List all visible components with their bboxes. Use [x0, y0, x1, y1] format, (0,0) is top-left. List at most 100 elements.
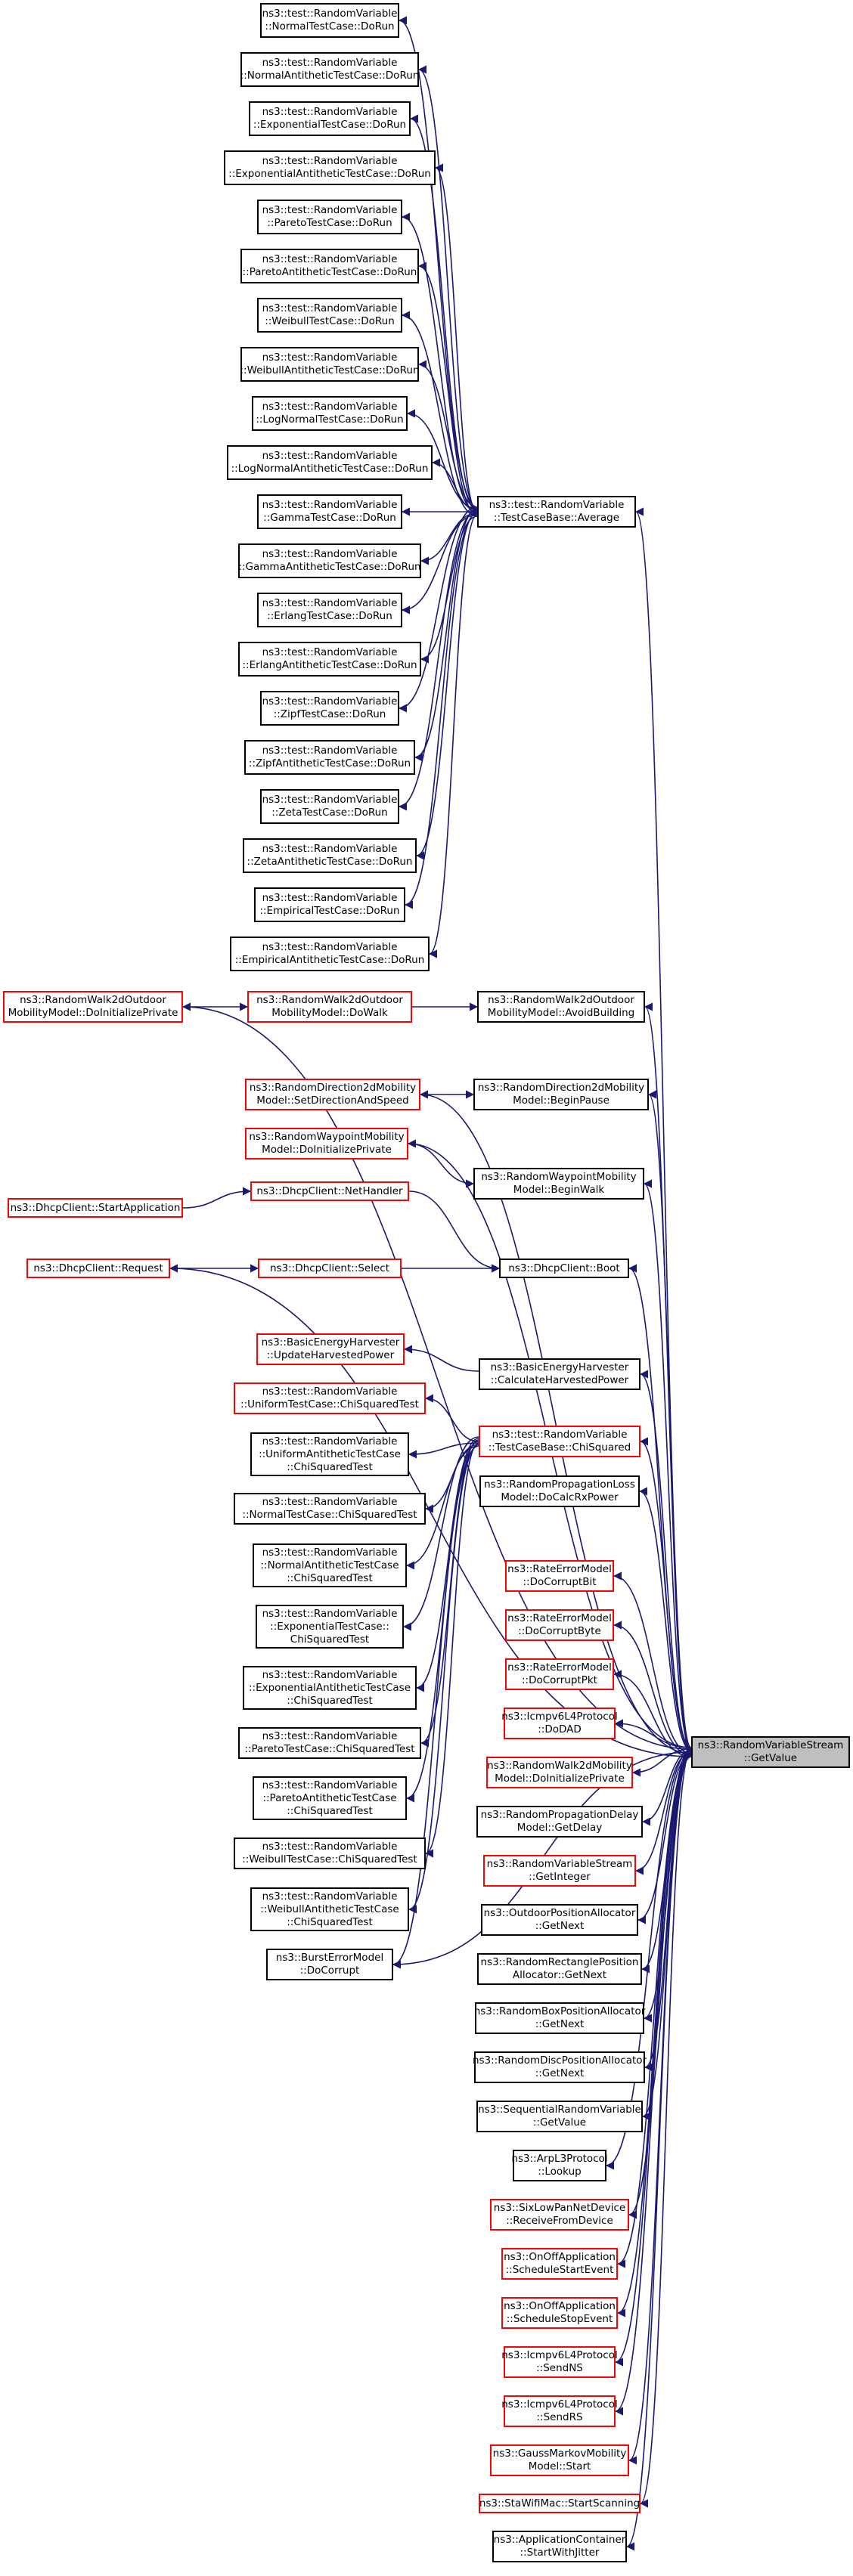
- node-c-weibull-a[interactable]: ns3::test::RandomVariable::WeibullAntith…: [250, 1887, 409, 1931]
- node-srv[interactable]: ns3::SequentialRandomVariable::GetValue: [476, 2101, 643, 2132]
- call-edge-n15-from-avg: [398, 506, 478, 713]
- node-onoff-start[interactable]: ns3::OnOffApplication::ScheduleStartEven…: [501, 2248, 618, 2280]
- node-label-line: ns3::test::RandomVariable: [262, 1668, 398, 1681]
- node-icmp-rs[interactable]: ns3::Icmpv6L4Protocol::SendRS: [501, 2395, 618, 2427]
- node-avg[interactable]: ns3::test::RandomVariable::TestCaseBase:…: [477, 496, 636, 528]
- node-dhcp-net[interactable]: ns3::DhcpClient::NetHandler: [250, 1181, 409, 1201]
- node-label-line: ::ExponentialTestCase::: [270, 1620, 389, 1633]
- node-rbpa[interactable]: ns3::RandomBoxPositionAllocator::GetNext: [473, 2002, 646, 2034]
- node-n19[interactable]: ns3::test::RandomVariable::EmpiricalTest…: [254, 887, 405, 922]
- call-edge-c-exp-a-from-chi: [415, 1438, 479, 1692]
- call-edge-rw2d-init-from-target: [631, 1748, 692, 1777]
- node-label-line: ::GetNext: [535, 1920, 585, 1932]
- node-beh-upd[interactable]: ns3::BasicEnergyHarvester::UpdateHarvest…: [256, 1333, 405, 1365]
- node-dhcp-req[interactable]: ns3::DhcpClient::Request: [26, 1259, 170, 1278]
- node-label-line: Model::DoCalcRxPower: [501, 1491, 619, 1503]
- node-c-pareto-a[interactable]: ns3::test::RandomVariable::ParetoAntithe…: [253, 1776, 407, 1820]
- node-label-line: ::WeibullAntitheticTestCase::DoRun: [240, 364, 420, 376]
- node-icmp-ns[interactable]: ns3::Icmpv6L4Protocol::SendNS: [501, 2346, 618, 2378]
- node-n20[interactable]: ns3::test::RandomVariable::EmpiricalAnti…: [230, 937, 430, 971]
- node-n9[interactable]: ns3::test::RandomVariable::LogNormalTest…: [252, 396, 408, 431]
- node-c-weibull[interactable]: ns3::test::RandomVariable::WeibullTestCa…: [234, 1838, 426, 1869]
- node-label-line: ::NormalTestCase::DoRun: [265, 20, 395, 33]
- node-label-line: ::WeibullAntitheticTestCase: [260, 1903, 399, 1915]
- call-edge-sta-from-target: [639, 1750, 692, 2508]
- node-n18[interactable]: ns3::test::RandomVariable::ZetaAntitheti…: [243, 838, 417, 873]
- node-dhcp-boot[interactable]: ns3::DhcpClient::Boot: [499, 1259, 629, 1278]
- call-edge-rd-begin-from-target: [647, 1090, 692, 1756]
- node-n3[interactable]: ns3::test::RandomVariable::ExponentialTe…: [249, 101, 411, 136]
- node-label-line: ns3::test::RandomVariable: [262, 941, 398, 953]
- node-label-line: Model::GetDelay: [516, 1822, 603, 1834]
- node-label-line: ns3::test::RandomVariable: [489, 499, 625, 511]
- node-n7[interactable]: ns3::test::RandomVariable::WeibullTestCa…: [257, 298, 402, 333]
- node-label-line: ::WeibullTestCase::DoRun: [265, 315, 395, 327]
- node-label-line: ::LogNormalAntitheticTestCase::DoRun: [231, 463, 429, 475]
- node-c-exp[interactable]: ns3::test::RandomVariable::ExponentialTe…: [256, 1605, 404, 1649]
- call-edge-dhcp-net-from-dhcp-start: [182, 1187, 252, 1209]
- call-edge-n6-from-avg: [417, 262, 478, 516]
- node-label-line: ::UniformAntitheticTestCase: [259, 1447, 401, 1460]
- node-label-line: ::ExponentialTestCase::DoRun: [253, 119, 407, 131]
- node-c-normal-a[interactable]: ns3::test::RandomVariable::NormalAntithe…: [253, 1543, 407, 1587]
- node-label-line: ns3::test::RandomVariable: [262, 1496, 398, 1508]
- node-rem-pkt[interactable]: ns3::RateErrorModel::DoCorruptPkt: [505, 1658, 614, 1690]
- node-c-uniform-a[interactable]: ns3::test::RandomVariable::UniformAntith…: [250, 1432, 409, 1476]
- node-rdpa[interactable]: ns3::RandomDiscPositionAllocator::GetNex…: [473, 2051, 647, 2083]
- node-burst[interactable]: ns3::BurstErrorModel::DoCorrupt: [266, 1949, 393, 1980]
- node-rvs-int[interactable]: ns3::RandomVariableStream::GetInteger: [483, 1855, 636, 1887]
- node-appc[interactable]: ns3::ApplicationContainer::StartWithJitt…: [492, 2531, 627, 2562]
- node-n12[interactable]: ns3::test::RandomVariable::GammaAntithet…: [238, 543, 421, 578]
- node-label-line: ::DoCorruptByte: [518, 1625, 601, 1637]
- node-n14[interactable]: ns3::test::RandomVariable::ErlangAntithe…: [238, 642, 421, 677]
- node-n4[interactable]: ns3::test::RandomVariable::ExponentialAn…: [224, 150, 436, 185]
- node-label-line: ns3::test::RandomVariable: [262, 745, 398, 757]
- node-c-normal[interactable]: ns3::test::RandomVariable::NormalTestCas…: [234, 1493, 426, 1525]
- node-label-line: ns3::BasicEnergyHarvester: [490, 1361, 629, 1373]
- node-label-line: ns3::RandomVariableStream: [697, 1739, 844, 1751]
- node-n13[interactable]: ns3::test::RandomVariable::ErlangTestCas…: [257, 593, 402, 627]
- node-label-line: ::ChiSquaredTest: [287, 1915, 373, 1928]
- node-c-exp-a[interactable]: ns3::test::RandomVariable::ExponentialAn…: [243, 1666, 417, 1710]
- node-rem-byte[interactable]: ns3::RateErrorModel::DoCorruptByte: [505, 1609, 614, 1641]
- node-onoff-stop[interactable]: ns3::OnOffApplication::ScheduleStopEvent: [501, 2297, 618, 2329]
- node-n10[interactable]: ns3::test::RandomVariable::LogNormalAnti…: [227, 445, 433, 480]
- node-n2[interactable]: ns3::test::RandomVariable::NormalAntithe…: [240, 52, 419, 87]
- node-n16[interactable]: ns3::test::RandomVariable::ZipfAntitheti…: [244, 740, 415, 775]
- node-opa[interactable]: ns3::OutdoorPositionAllocator::GetNext: [481, 1904, 638, 1936]
- node-n17[interactable]: ns3::test::RandomVariable::ZetaTestCase:…: [260, 789, 399, 824]
- node-target[interactable]: ns3::RandomVariableStream::GetValue: [691, 1736, 850, 1768]
- node-c-uniform[interactable]: ns3::test::RandomVariable::UniformTestCa…: [234, 1382, 426, 1414]
- node-icmp-dad[interactable]: ns3::Icmpv6L4Protocol::DoDAD: [501, 1708, 618, 1739]
- node-label-line: ::DoCorrupt: [299, 1965, 360, 1977]
- node-n11[interactable]: ns3::test::RandomVariable::GammaTestCase…: [257, 494, 402, 529]
- node-n5[interactable]: ns3::test::RandomVariable::ParetoTestCas…: [257, 200, 402, 234]
- node-n8[interactable]: ns3::test::RandomVariable::WeibullAntith…: [240, 347, 420, 382]
- node-n15[interactable]: ns3::test::RandomVariable::ZipfTestCase:…: [260, 691, 399, 726]
- node-dhcp-start[interactable]: ns3::DhcpClient::StartApplication: [8, 1198, 183, 1218]
- node-sta[interactable]: ns3::StaWifiMac::StartScanning: [479, 2494, 641, 2513]
- node-label-line: ns3::RandomBoxPositionAllocator: [473, 2005, 646, 2017]
- node-n6[interactable]: ns3::test::RandomVariable::ParetoAntithe…: [240, 249, 419, 283]
- node-n1[interactable]: ns3::test::RandomVariable::NormalTestCas…: [260, 3, 399, 38]
- node-rem-bit[interactable]: ns3::RateErrorModel::DoCorruptBit: [505, 1560, 614, 1592]
- node-chi[interactable]: ns3::test::RandomVariable::TestCaseBase:…: [479, 1426, 641, 1457]
- node-sixlow[interactable]: ns3::SixLowPanNetDevice::ReceiveFromDevi…: [490, 2199, 629, 2231]
- node-dhcp-sel[interactable]: ns3::DhcpClient::Select: [258, 1259, 402, 1278]
- node-beh-calc[interactable]: ns3::BasicEnergyHarvester::CalculateHarv…: [479, 1358, 641, 1390]
- node-c-pareto[interactable]: ns3::test::RandomVariable::ParetoTestCas…: [238, 1727, 421, 1759]
- node-arp[interactable]: ns3::ArpL3Protocol::Lookup: [511, 2150, 608, 2181]
- node-label-line: ns3::test::RandomVariable: [262, 1546, 398, 1559]
